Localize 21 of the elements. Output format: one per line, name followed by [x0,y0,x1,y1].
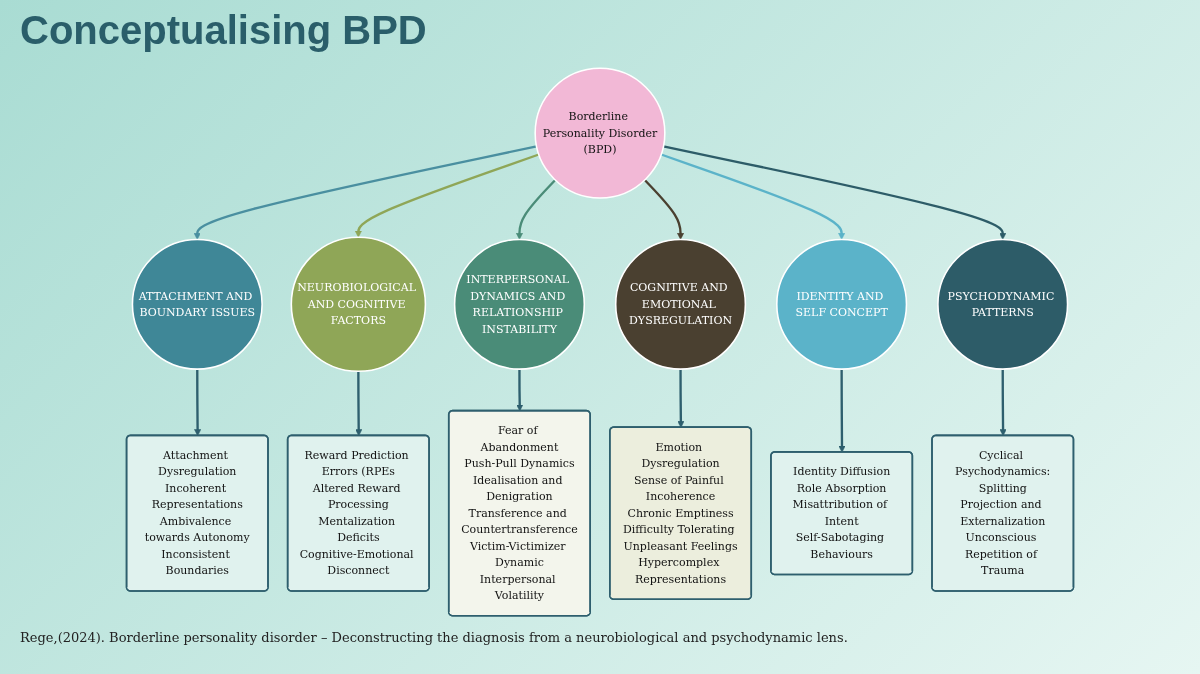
title: Conceptualising BPD [20,8,427,53]
arrow [663,145,1007,240]
node-circle: ATTACHMENT AND BOUNDARY ISSUES [131,238,263,370]
arrow [677,369,685,428]
node-circle: Borderline Personality Disorder (BPD) [534,67,666,199]
arrow [516,369,524,412]
node-circle: COGNITIVE AND EMOTIONAL DYSREGULATION [614,238,747,370]
node-circle: INTERPERSONAL DYNAMICS AND RELATIONSHIP INSTABILITY [453,238,586,370]
arrow [660,153,846,240]
arrow [643,179,684,240]
arrow [838,369,846,453]
caption: Rege,(2024). Borderline personality disorder – Deconstructing the diagnosis from a neurobiological and psychodynamic lens. [20,630,849,645]
node-circle: NEUROBIOLOGICAL AND COGNITIVE FACTORS [290,236,427,373]
arrow [516,179,557,240]
arrow [193,145,537,240]
arrow [354,153,540,238]
node-circle: IDENTITY AND SELF CONCEPT [776,238,908,370]
node-circle: PSYCHODYNAMIC PATTERNS [937,238,1069,370]
arrow [999,369,1007,437]
arrow [355,371,363,437]
arrow [194,369,202,437]
